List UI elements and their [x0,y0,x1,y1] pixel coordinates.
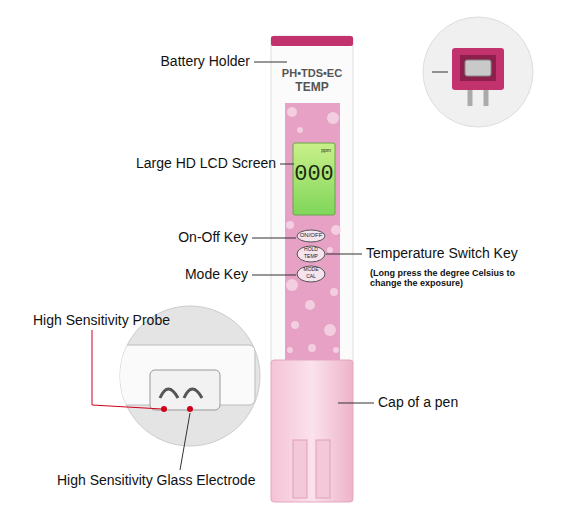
buttons [297,230,325,282]
part-label: High Sensitivity Glass Electrode [57,472,255,488]
battery-holder-band [271,36,353,46]
pen-cap [271,360,353,502]
cap-clip [293,440,307,498]
button-print: MODE [297,267,325,273]
device-print: PH•TDS•EC [272,67,352,80]
battery-holder-drawing [452,48,504,106]
lcd-reading: 000 [293,162,335,187]
button-print: TEMP [297,254,325,260]
part-label: Mode Key [185,266,248,282]
part-label: On-Off Key [178,229,248,245]
button-print: HOLD [297,247,325,253]
button-print: ON/OFF [297,232,325,239]
button-print: CAL [297,274,325,280]
pen-body [271,36,353,366]
device-print: TEMP [272,81,352,95]
note: (Long press the degree Celsius to change… [370,268,535,289]
part-label: Battery Holder [161,53,250,69]
lcd-unit: ppm [318,148,334,154]
droplets [286,107,341,353]
part-label: Cap of a pen [378,394,458,410]
patterned-panel [285,103,340,361]
part-label: Large HD LCD Screen [136,155,276,171]
battery-inset [423,17,533,127]
part-label: High Sensitivity Probe [33,312,170,328]
cap-clip [316,440,330,498]
part-label: Temperature Switch Key [366,245,518,261]
lcd-screen [293,143,335,215]
probe-drawing [115,345,255,412]
